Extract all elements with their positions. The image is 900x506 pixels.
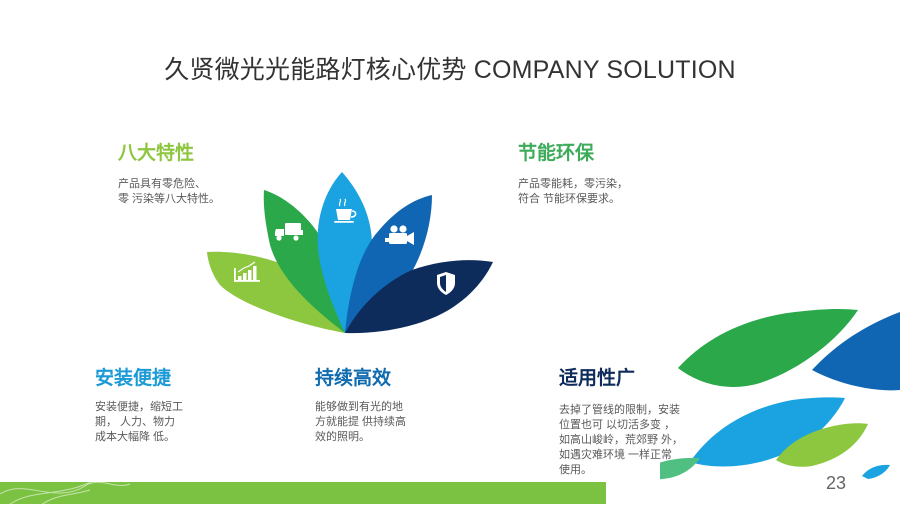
feature-title-wide-applicability: 适用性广	[559, 368, 636, 389]
feature-desc-wide-applicability: 去掉了管线的限制，安装 位置也可 以切活多变 ， 如高山峻岭，荒郊野 外， 如遇…	[559, 404, 684, 476]
feature-desc-sustained-efficiency: 能够做到有光的地 方就能提 供持续高 效的照明。	[315, 401, 407, 443]
footer-band	[0, 479, 606, 506]
footer-swirl-pattern	[0, 479, 131, 506]
video-camera-icon	[385, 225, 414, 245]
page-number: 23	[826, 473, 847, 493]
feature-title-sustained-efficiency: 持续高效	[315, 368, 392, 389]
feature-desc-energy-saving: 产品零能耗，零污染， 符合 节能环保要求。	[518, 178, 628, 205]
leaf-light-blue	[690, 397, 845, 467]
bar-chart-icon	[234, 261, 260, 282]
petal-blue	[345, 195, 432, 333]
slide-title: 久贤微光光能路灯核心优势 COMPANY SOLUTION	[164, 56, 736, 84]
leaf-light-green	[776, 423, 868, 467]
feature-desc-eight-features: 产品具有零危险、 零 污染等八大特性。	[118, 178, 221, 205]
feature-title-easy-install: 安装便捷	[95, 368, 172, 389]
leaf-mint	[660, 457, 700, 480]
decorative-leaves	[660, 308, 900, 480]
leaf-green-large	[678, 308, 858, 387]
lotus-petals-graphic	[207, 172, 493, 334]
petal-green	[263, 190, 345, 333]
feature-title-energy-saving: 节能环保	[518, 143, 595, 164]
feature-title-eight-features: 八大特性	[118, 143, 195, 164]
shield-icon	[437, 272, 455, 295]
coffee-cup-icon	[334, 198, 357, 223]
leaf-small-blue	[862, 464, 890, 479]
leaf-blue-right	[812, 312, 900, 391]
truck-icon	[275, 223, 303, 241]
petal-navy	[345, 260, 493, 334]
petal-light-green	[207, 251, 345, 333]
feature-desc-easy-install: 安装便捷，缩短工 期， 人力、物力 成本大幅降 低。	[95, 401, 183, 443]
